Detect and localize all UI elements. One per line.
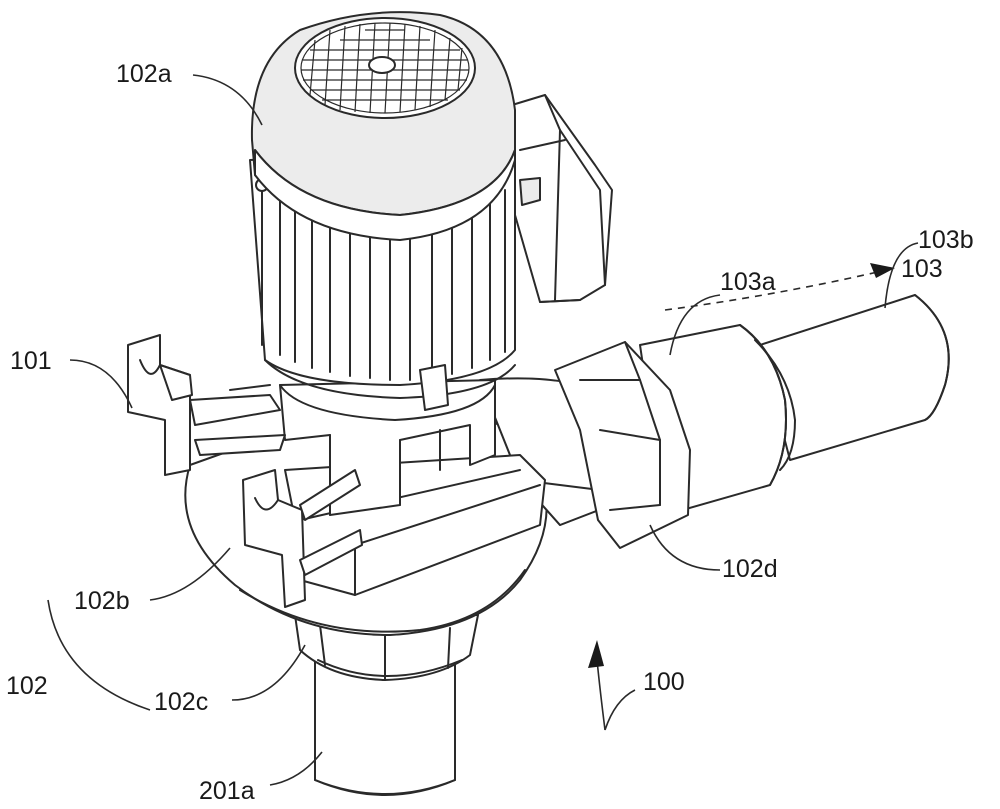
direction-arrow-100: [588, 640, 636, 731]
mounting-bracket-front: [242, 469, 363, 608]
label-103b: 103b: [918, 226, 974, 254]
label-101: 101: [10, 347, 52, 375]
right-outlet-pipe: [759, 294, 950, 461]
label-103a: 103a: [720, 268, 776, 296]
label-102d: 102d: [722, 555, 778, 583]
reference-labels: 102a 101 103a 103b 103 102b 102d 102 102…: [6, 60, 974, 805]
label-102c: 102c: [154, 688, 208, 716]
label-102a: 102a: [116, 60, 172, 88]
label-103: 103: [901, 255, 943, 283]
label-100: 100: [643, 668, 685, 696]
label-102b: 102b: [74, 587, 130, 615]
mounting-bracket-left: [127, 334, 286, 476]
motor-bracket: [279, 379, 496, 516]
bottom-pipe: [314, 649, 456, 796]
junction-box: [511, 94, 613, 303]
union-nut: [554, 341, 691, 549]
fan-cover: [250, 11, 516, 241]
label-102: 102: [6, 672, 48, 700]
leader-lines: [47, 74, 919, 786]
label-201a: 201a: [199, 777, 255, 805]
